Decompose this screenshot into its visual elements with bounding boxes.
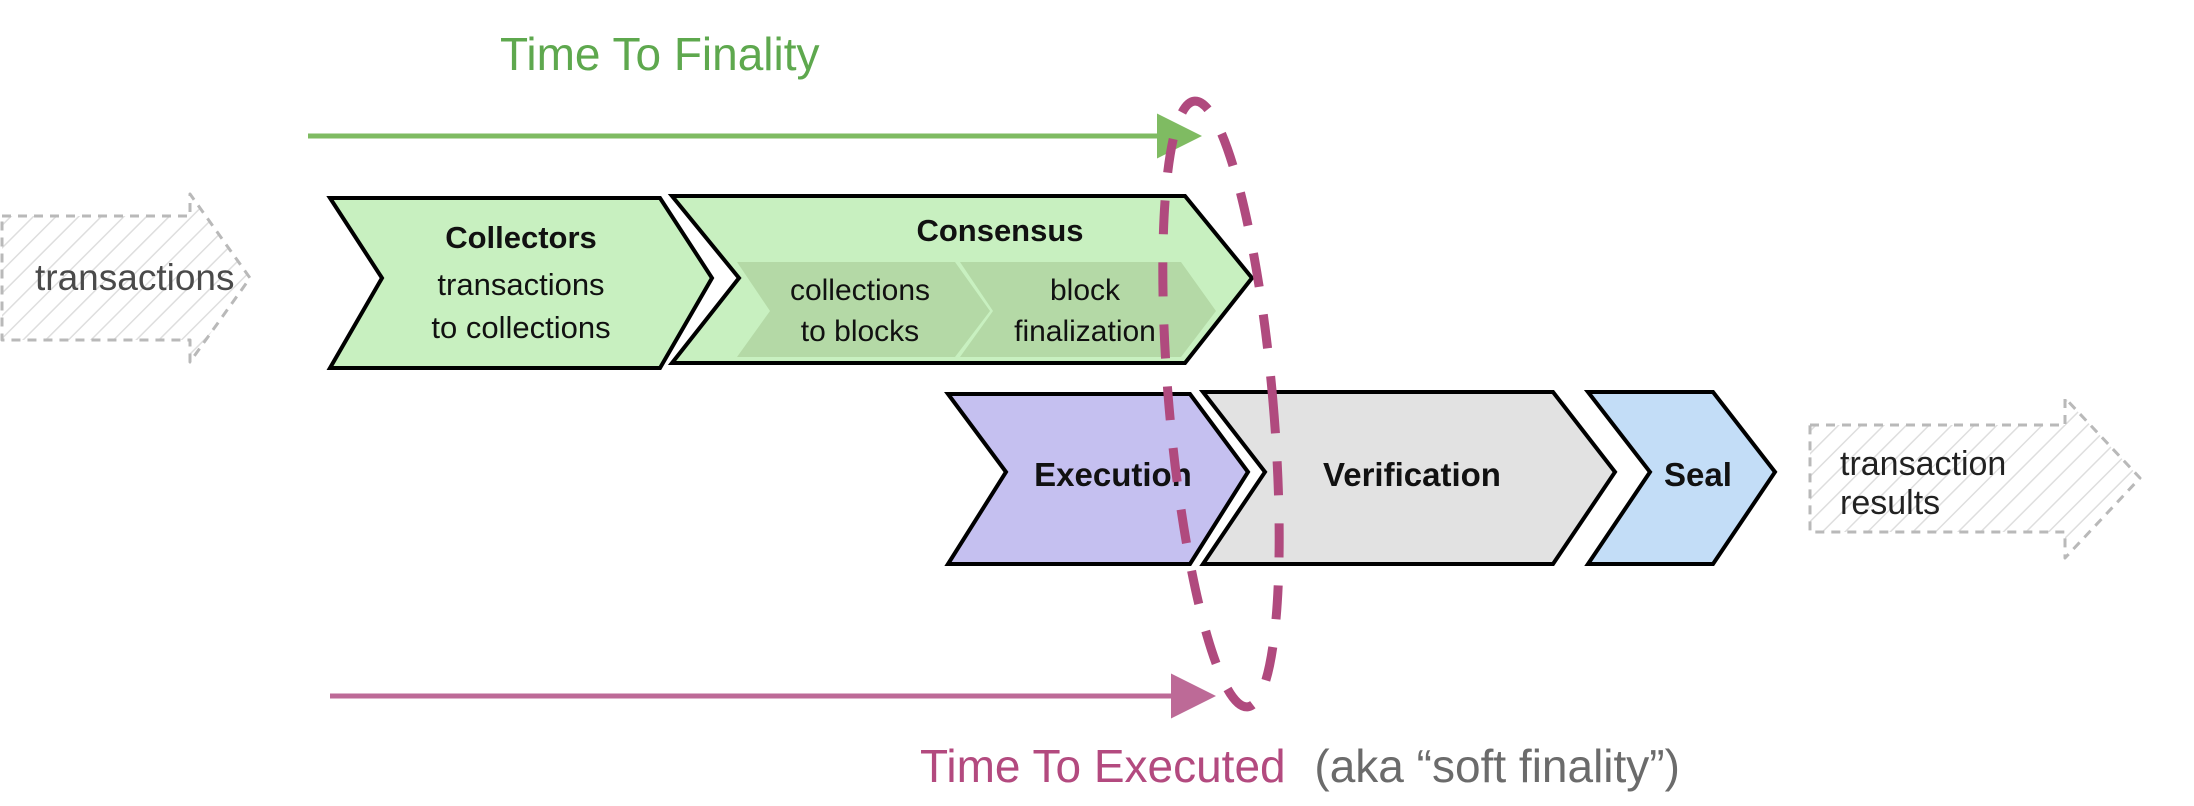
stage-collectors-shape	[326, 196, 715, 370]
stage-consensus-title: Consensus	[916, 213, 1083, 248]
substep-block-finalization-line2: finalization	[1014, 315, 1156, 348]
finality-boundary-oval	[1158, 96, 1284, 712]
substep-block-finalization-shape	[960, 262, 1216, 357]
substep-block-finalization[interactable]: block finalization	[960, 262, 1216, 357]
stage-verification-title: Verification	[1323, 456, 1501, 493]
time-to-executed-title: Time To Executed	[920, 740, 1286, 792]
time-to-finality-title: Time To Finality	[500, 28, 820, 80]
transactions-input-arrow: transactions	[0, 192, 252, 364]
transaction-results-output-arrow: transaction results	[1808, 396, 2142, 560]
substep-collections-to-blocks-shape	[737, 262, 990, 357]
stage-execution-shape	[944, 392, 1251, 566]
soft-finality-note: (aka “soft finality”)	[1314, 740, 1680, 792]
stage-execution[interactable]: Execution	[944, 392, 1251, 566]
substep-collections-to-blocks-line2: to blocks	[801, 315, 919, 348]
stage-seal[interactable]: Seal	[1583, 390, 1778, 566]
transactions-input-label: transactions	[35, 257, 235, 298]
stage-seal-title: Seal	[1664, 456, 1732, 493]
stage-verification-shape	[1198, 390, 1618, 566]
stage-execution-title: Execution	[1034, 456, 1192, 493]
transaction-results-output-arrow-shape	[1808, 396, 2142, 560]
substep-block-finalization-line1: block	[1050, 274, 1121, 307]
stage-seal-shape	[1583, 390, 1778, 566]
time-to-executed-title-group: Time To Executed (aka “soft finality”)	[920, 740, 1680, 792]
stage-consensus[interactable]: Consensus collections to blocks block fi…	[667, 194, 1255, 365]
stage-collectors-subline1: transactions	[437, 267, 604, 302]
transaction-results-label-line1: transaction	[1840, 445, 2006, 483]
substep-collections-to-blocks-line1: collections	[790, 274, 930, 307]
substep-collections-to-blocks[interactable]: collections to blocks	[737, 262, 990, 357]
stage-collectors[interactable]: Collectors transactions to collections	[326, 196, 715, 370]
stage-collectors-subline2: to collections	[431, 310, 610, 345]
stage-verification[interactable]: Verification	[1198, 390, 1618, 566]
transaction-results-label-line2: results	[1840, 484, 1940, 522]
transactions-input-arrow-shape	[0, 192, 252, 364]
stage-collectors-title: Collectors	[445, 220, 597, 255]
finality-boundary-oval-shape	[1158, 96, 1284, 712]
